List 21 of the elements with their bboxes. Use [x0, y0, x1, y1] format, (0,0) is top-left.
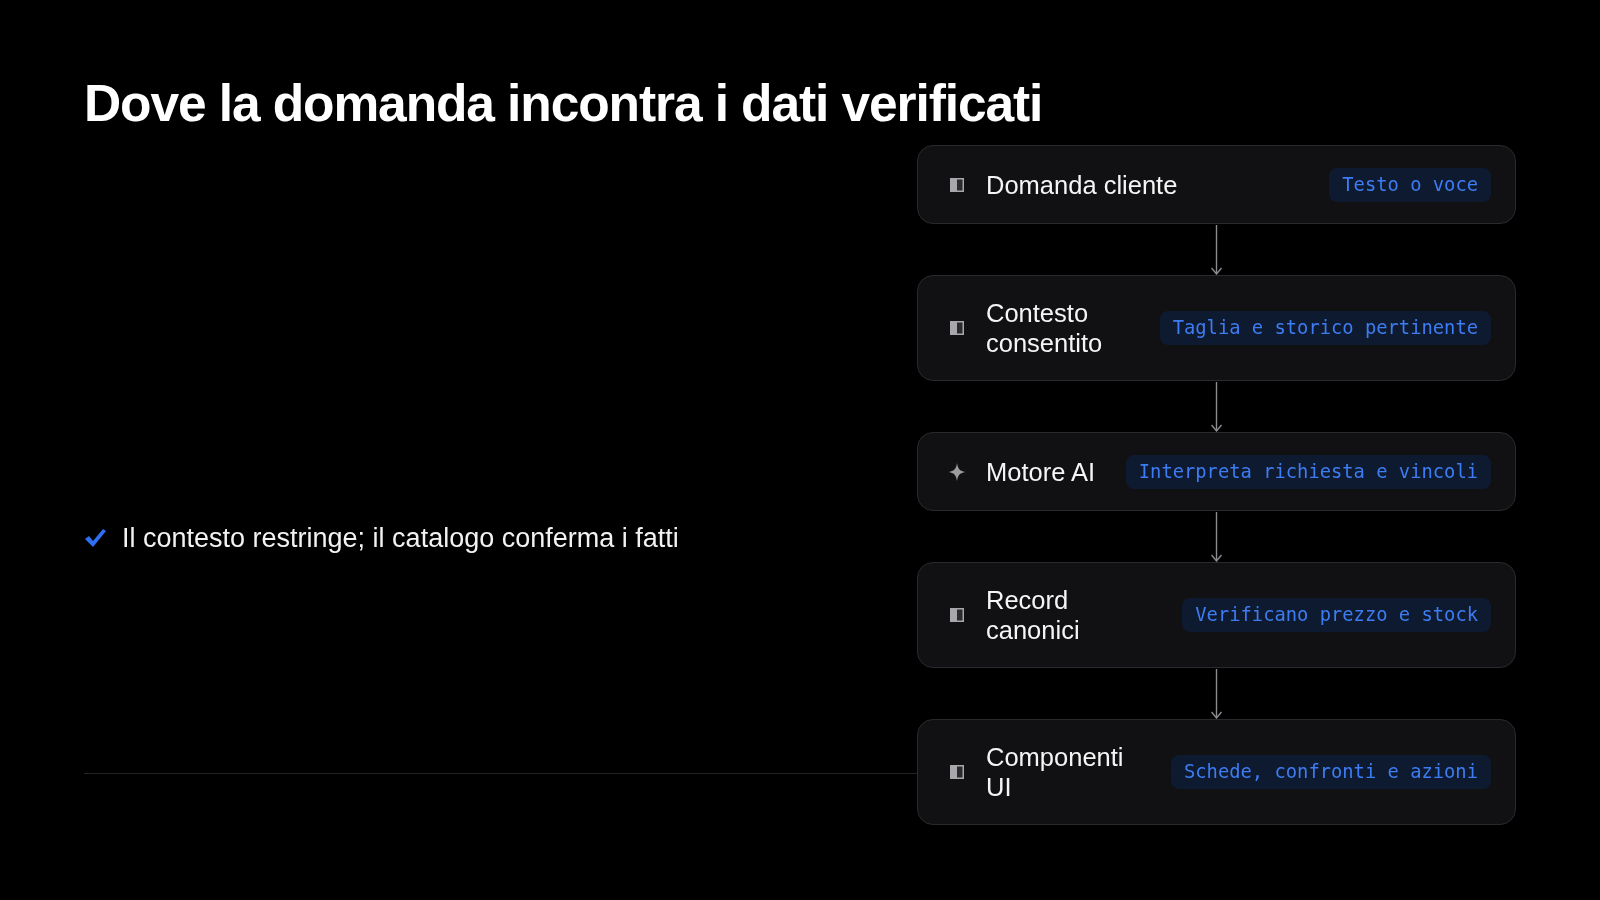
arrow: [1210, 224, 1223, 275]
step-tag: Verificano prezzo e stock: [1182, 598, 1491, 632]
slide-title: Dove la domanda incontra i dati verificati: [84, 73, 1043, 134]
arrow: [1210, 381, 1223, 432]
step-card: [917, 719, 1516, 825]
step-card: [917, 145, 1516, 224]
step-title: Componenti UI: [986, 742, 1125, 802]
step-tag: Testo o voce: [1329, 167, 1491, 202]
step-tag: Taglia e storico pertinente: [1159, 311, 1491, 345]
arrow: [1210, 511, 1223, 562]
step-tag: Schede, confronti e azioni: [1171, 755, 1491, 789]
step-tag: Interpreta richiesta e vincoli: [1125, 454, 1491, 489]
step-title: Motore AI: [986, 456, 1096, 487]
step-title: Contesto consentito: [986, 298, 1104, 358]
step-title: Record canonici: [986, 585, 1081, 645]
step-title: Domanda cliente: [986, 169, 1178, 200]
note-text: Il contesto restringe; il catalogo conferma i fatti: [122, 522, 679, 555]
arrow: [1210, 668, 1223, 719]
step-card: [917, 562, 1516, 668]
step-card: [917, 275, 1516, 381]
step-card: [917, 432, 1516, 511]
